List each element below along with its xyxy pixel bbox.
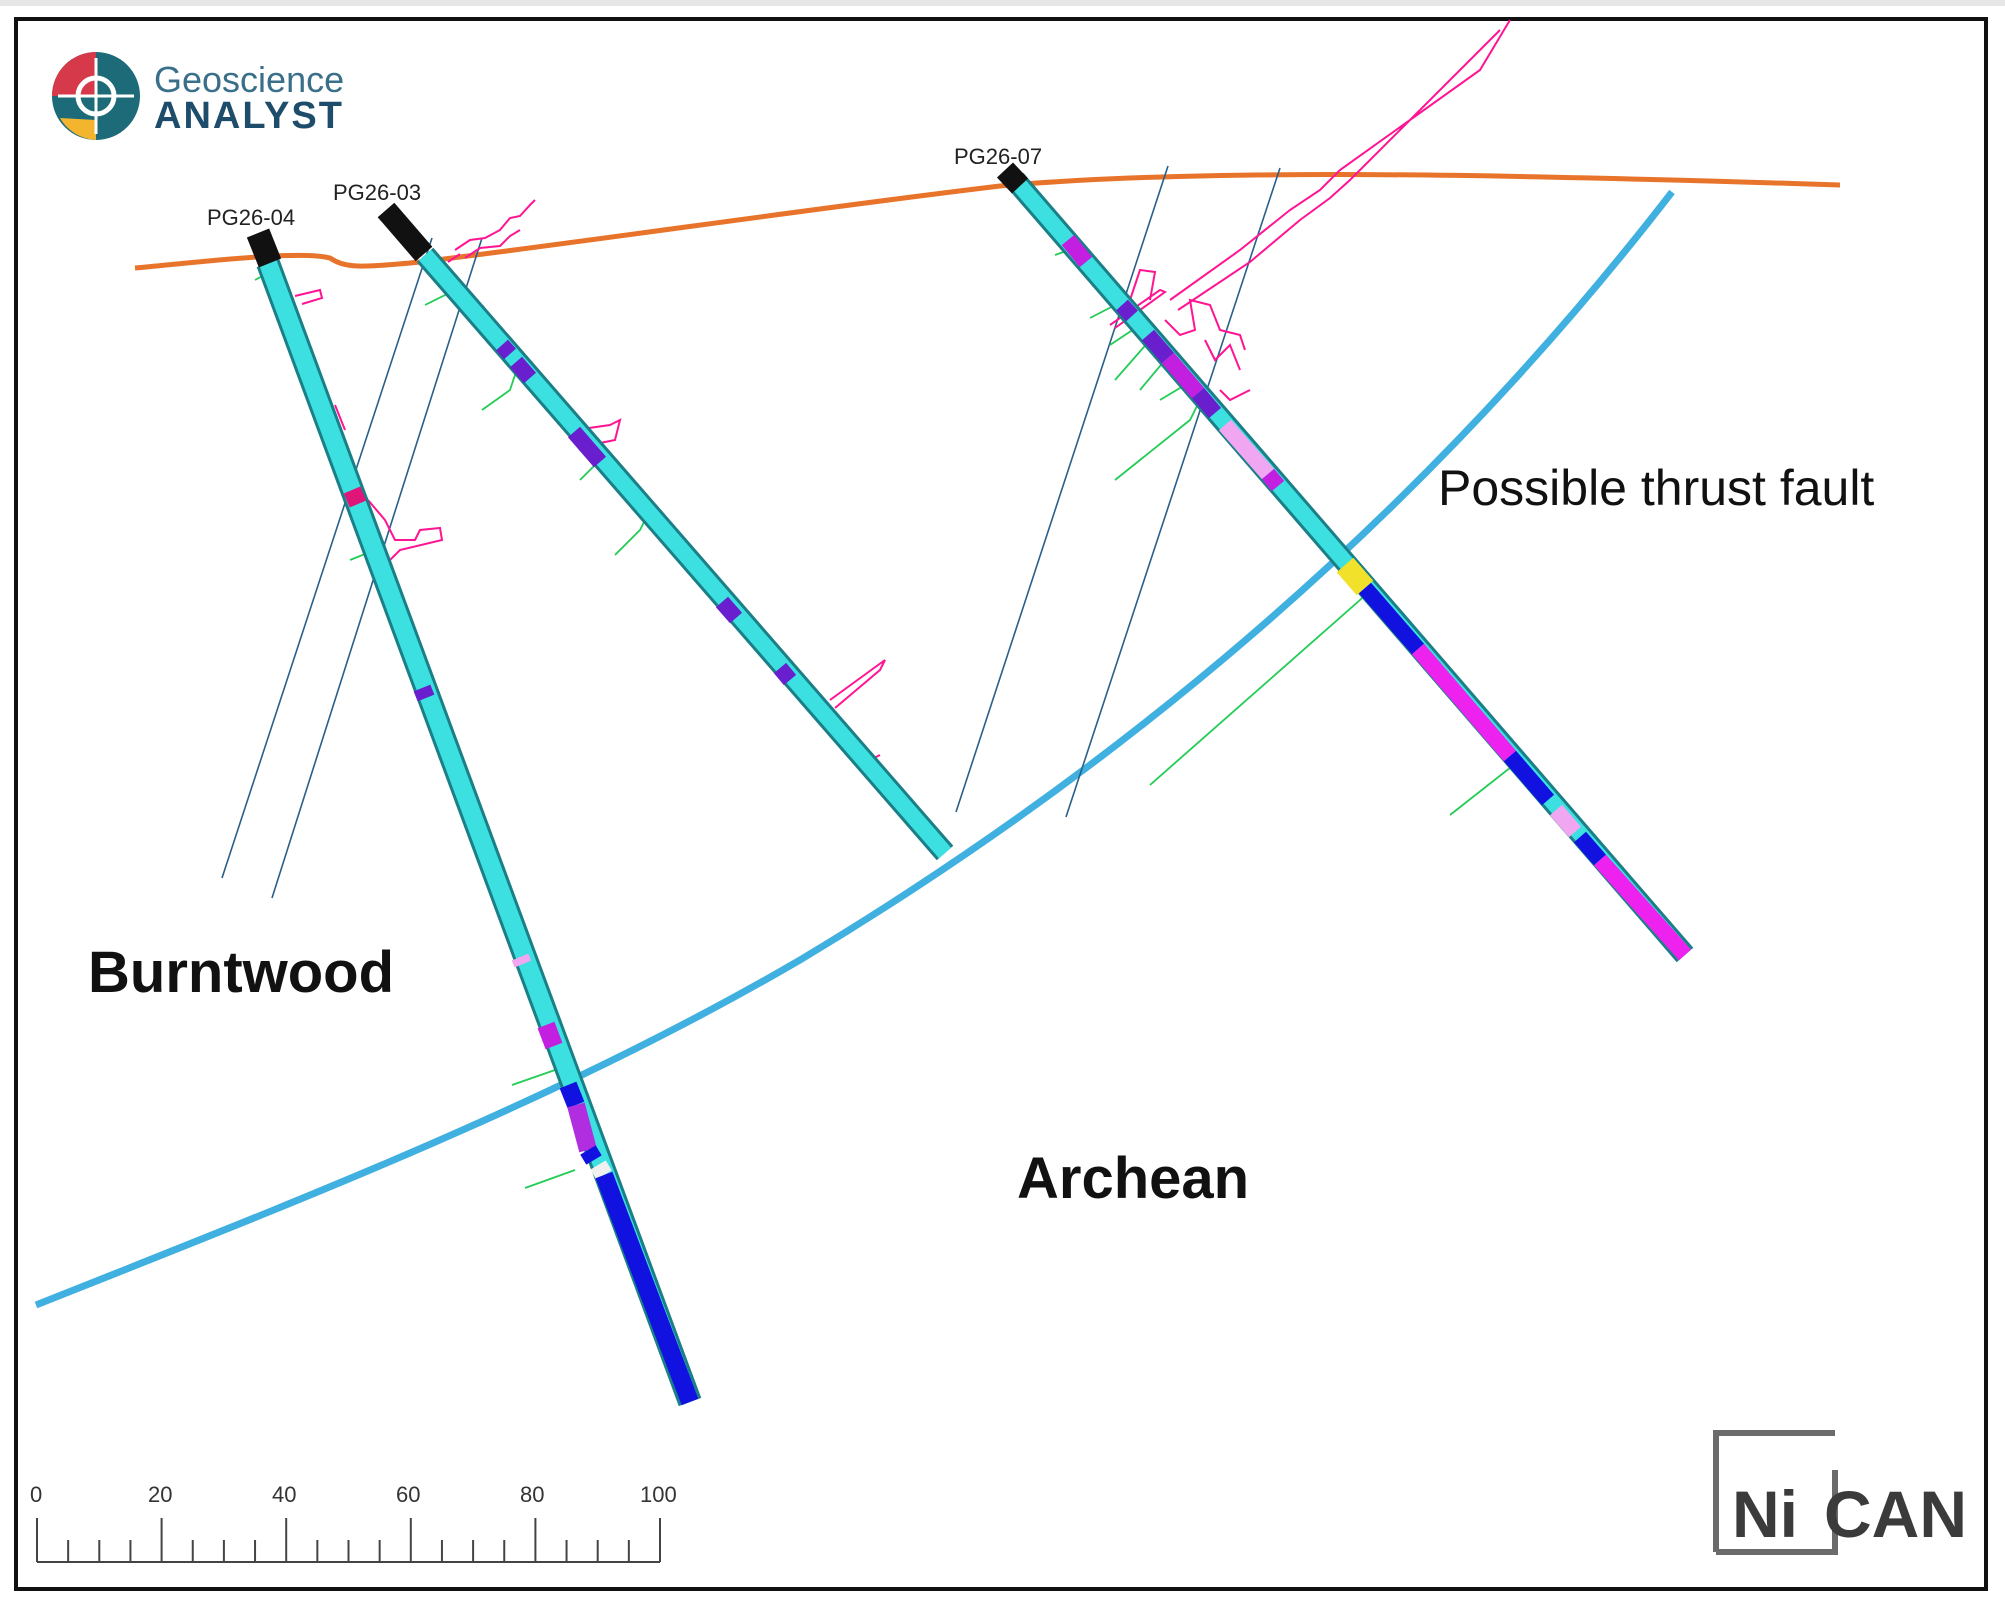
hole-core [418,249,952,859]
assay-trace-pg26-04 [294,288,444,561]
scale-tick-label: 0 [30,1482,42,1507]
label-possible-thrust-fault: Possible thrust fault [1438,460,1874,516]
assay-trace-pg26-03-upper [447,199,536,263]
interval-blue-3 [1573,831,1607,866]
interval-white [590,1160,612,1180]
structural-lines [221,165,1281,899]
interval-blue-3 [595,1171,699,1406]
section-frame [14,17,1988,1591]
scale-ticks [36,1518,661,1562]
interval-magenta-2 [567,1102,597,1153]
hole-id-pg26-04: PG26-04 [207,205,295,230]
assay-green-pg26-07 [1054,247,1521,816]
logo-yellow-quadrant-icon [60,118,96,140]
interval-purple-1 [1116,299,1138,322]
hole-id-pg26-07: PG26-07 [954,144,1042,169]
interval-blue-2 [1503,750,1555,806]
structure-line-4 [1065,167,1281,818]
label-burntwood: Burntwood [88,940,394,1005]
interval-purple-2 [509,356,537,384]
nican-bracket-top-icon [1713,1430,1835,1552]
interval-yellow-highlight [1336,557,1374,596]
interval-magenta-3 [1261,468,1285,492]
interval-magenta-2 [1161,352,1205,399]
logo-line2: ANALYST [154,95,344,137]
drillhole-pg26-03[interactable]: PG26-03 [333,180,954,861]
interval-pink-1 [1218,419,1275,480]
interval-purple-3 [567,426,607,468]
thrust-fault-line [34,189,1675,1309]
interval-magenta [537,1021,563,1050]
interval-purple [413,684,435,702]
assay-pink-traces [294,19,1511,761]
interval-purple-4 [715,596,743,624]
interval-blue-1 [559,1081,585,1109]
scale-tick-label: 20 [148,1482,172,1507]
assay-trace-pg26-07-lower [1129,268,1251,402]
structure-line-1 [221,237,433,879]
interval-blue-1 [1358,582,1425,655]
scale-tick-label: 40 [272,1482,296,1507]
window-top-edge [0,0,2005,6]
interval-purple-3 [1191,387,1222,419]
scale-tick-label: 80 [520,1482,544,1507]
structure-line-3 [955,165,1169,813]
interval-red [343,486,367,508]
label-archean: Archean [1017,1146,1249,1211]
collar-marker [996,162,1029,194]
interval-purple-2 [1141,329,1175,364]
interval-pink [511,953,532,968]
hole-id-pg26-03: PG26-03 [333,180,421,205]
scale-tick-label: 100 [640,1482,677,1507]
scale-labels: 0 20 40 60 80 100 [30,1482,677,1507]
interval-magenta-4 [1411,643,1517,762]
interval-magenta-1 [1061,234,1093,268]
nican-bracket-bottom-icon [1716,1470,1838,1555]
surface-line [134,172,1841,271]
collar-marker [246,228,282,268]
logo-red-quadrant-icon [52,52,96,96]
drillhole-pg26-04[interactable]: PG26-04 [207,205,702,1407]
scale-tick-label: 60 [396,1482,420,1507]
nican-logo: Ni CAN [1713,1430,1967,1555]
interval-blue-2 [580,1145,602,1165]
geoscience-analyst-logo: Geoscience ANALYST [52,52,344,140]
nican-ni: Ni [1732,1477,1798,1551]
logo-line1: Geoscience [154,59,344,100]
nican-can: CAN [1824,1477,1967,1551]
interval-purple-1 [496,339,516,360]
collar-marker [377,202,433,262]
interval-magenta-5 [1594,854,1691,961]
interval-pink-2 [1549,804,1582,838]
scale-bar [36,1518,661,1563]
drillhole-pg26-07[interactable]: PG26-07 [954,144,1694,963]
interval-purple-5 [773,662,797,686]
